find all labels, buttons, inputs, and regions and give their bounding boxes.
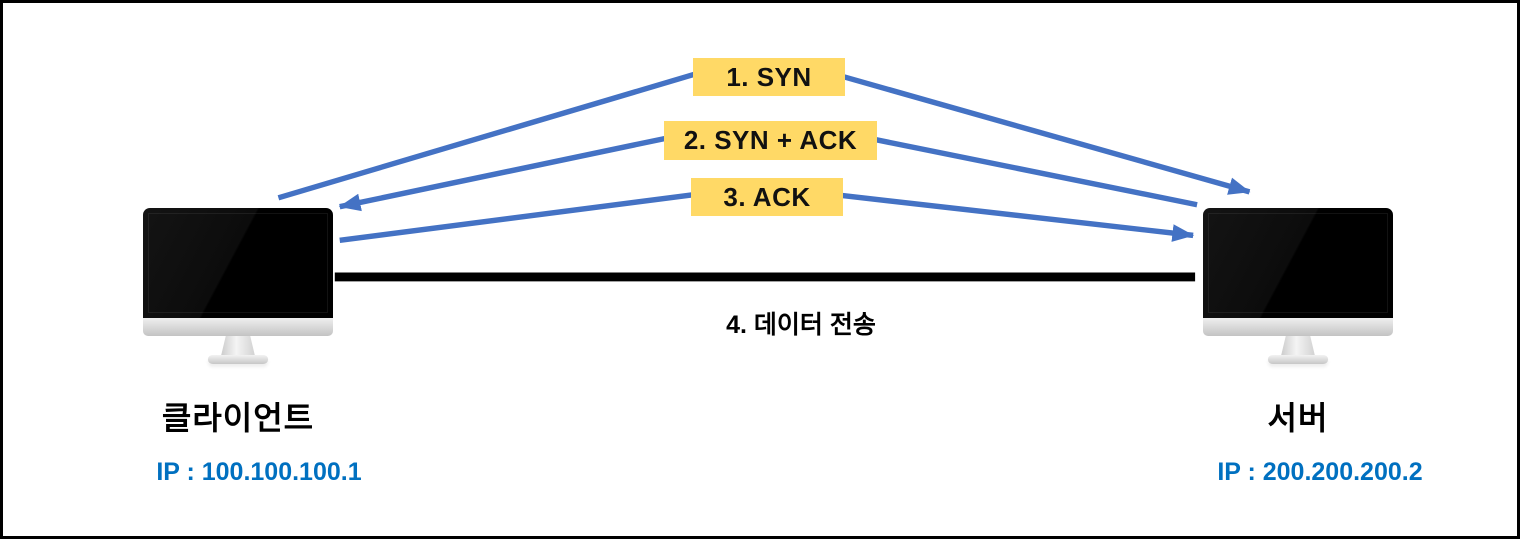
client-monitor-screen — [143, 208, 333, 318]
server-computer-icon — [1203, 208, 1393, 366]
step-label-ack: 3. ACK — [691, 178, 843, 216]
data-transfer-label: 4. 데이터 전송 — [726, 311, 876, 339]
client-computer-icon — [143, 208, 333, 366]
step-label-syn: 1. SYN — [693, 58, 845, 96]
client-monitor-chin — [143, 318, 333, 336]
server-name-label: 서버 — [1267, 400, 1329, 436]
server-monitor-base — [1268, 355, 1328, 364]
client-monitor-stand — [221, 336, 255, 356]
step-label-syn-ack: 2. SYN + ACK — [664, 121, 877, 160]
server-monitor-stand — [1281, 336, 1315, 356]
server-monitor-chin — [1203, 318, 1393, 336]
server-monitor-screen — [1203, 208, 1393, 318]
client-ip-label: IP : 100.100.100.1 — [156, 458, 362, 486]
client-name-label: 클라이언트 — [161, 400, 315, 436]
client-monitor-base — [208, 355, 268, 364]
server-ip-label: IP : 200.200.200.2 — [1217, 458, 1423, 486]
